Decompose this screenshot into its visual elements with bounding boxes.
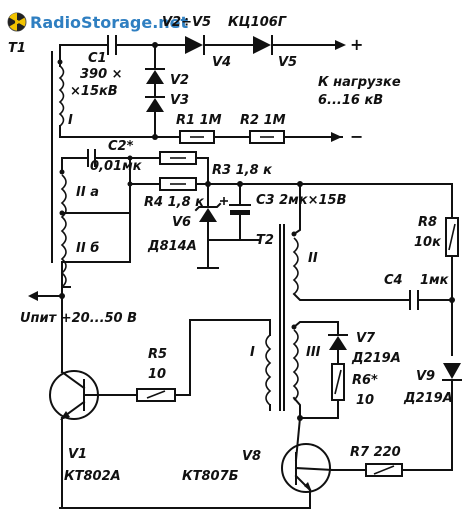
label-c2: C2*: [108, 139, 134, 154]
capacitor-c1: [107, 35, 117, 55]
label-kc106g: КЦ106Г: [228, 15, 287, 30]
resistor-r2: [249, 130, 285, 144]
diode-v2: [145, 68, 165, 84]
radiation-logo-icon: [7, 12, 27, 32]
label-winding-iia: II а: [76, 185, 99, 200]
resistor-r7: [365, 463, 403, 477]
label-v3: V3: [170, 93, 189, 108]
transistor-v1: [49, 370, 101, 420]
resistor-r3: [159, 151, 197, 165]
resistor-r4: [159, 177, 197, 191]
label-c3: C3 2мк×15В: [256, 193, 347, 208]
resistor-r8: [445, 217, 459, 257]
label-winding-i: I: [68, 113, 73, 128]
label-load-2: 6...16 кВ: [318, 93, 383, 108]
label-t2-winding-i: I: [250, 345, 255, 360]
label-v2: V2: [170, 73, 189, 88]
label-v7-type: Д219А: [351, 351, 401, 366]
label-c1-value-1: 390 ×: [80, 67, 123, 82]
zener-diode-v6: [194, 183, 222, 269]
label-c4: C4: [384, 273, 403, 288]
label-t2-winding-iii: III: [306, 345, 321, 360]
label-r2: R2 1M: [240, 113, 286, 128]
label-r5-value: 10: [148, 367, 166, 382]
label-t2: T2: [256, 233, 274, 248]
label-t1: T1: [8, 41, 26, 56]
label-load-1: К нагрузке: [318, 75, 401, 90]
transistor-v8: [281, 416, 334, 493]
label-v7: V7: [356, 331, 376, 346]
label-v6: V6: [172, 215, 191, 230]
label-v8-type: КТ807Б: [182, 469, 239, 484]
label-r4: R4 1,8 к: [144, 195, 205, 210]
label-r6-value: 10: [356, 393, 374, 408]
transformer-t1: [51, 51, 67, 288]
label-minus: −: [350, 127, 363, 146]
label-r6: R6*: [352, 373, 378, 388]
diode-v7: [328, 334, 348, 350]
label-v5: V5: [278, 55, 297, 70]
label-c2-value: 0,01мк: [90, 159, 143, 174]
resistor-r6: [331, 363, 345, 401]
diode-v4: [185, 35, 205, 55]
watermark-site-name: RadioStorage.net: [30, 13, 189, 32]
label-v1: V1: [68, 447, 87, 462]
label-v2-v5: V2÷V5: [162, 15, 211, 30]
label-v9-type: Д219А: [403, 391, 453, 406]
label-v1-type: КТ802А: [64, 469, 121, 484]
label-r7: R7 220: [350, 445, 401, 460]
transformer-t2: [265, 224, 299, 411]
capacitor-c4: [409, 290, 419, 310]
label-v8: V8: [242, 449, 261, 464]
label-r8-value: 10к: [414, 235, 442, 250]
resistor-r1: [179, 130, 215, 144]
label-c1-value-2: ×15кВ: [70, 84, 118, 99]
label-supply: Uпит +20...50 В: [20, 311, 137, 326]
label-t2-winding-ii: II: [308, 251, 318, 266]
label-r5: R5: [148, 347, 167, 362]
label-plus: +: [350, 35, 363, 54]
label-c1: C1: [88, 51, 107, 66]
label-r1: R1 1M: [176, 113, 222, 128]
capacitor-c3: [220, 183, 251, 241]
label-c4-value: 1мк: [420, 273, 450, 288]
label-winding-iib: II б: [76, 241, 99, 256]
diode-v9: [442, 363, 462, 381]
label-r8: R8: [418, 215, 437, 230]
diode-v3: [145, 96, 165, 112]
label-v9: V9: [416, 369, 435, 384]
label-r3: R3 1,8 к: [212, 163, 273, 178]
label-d814a: Д814А: [147, 239, 197, 254]
label-v4: V4: [212, 55, 231, 70]
diode-v5: [253, 35, 273, 55]
resistor-r5: [136, 388, 176, 402]
